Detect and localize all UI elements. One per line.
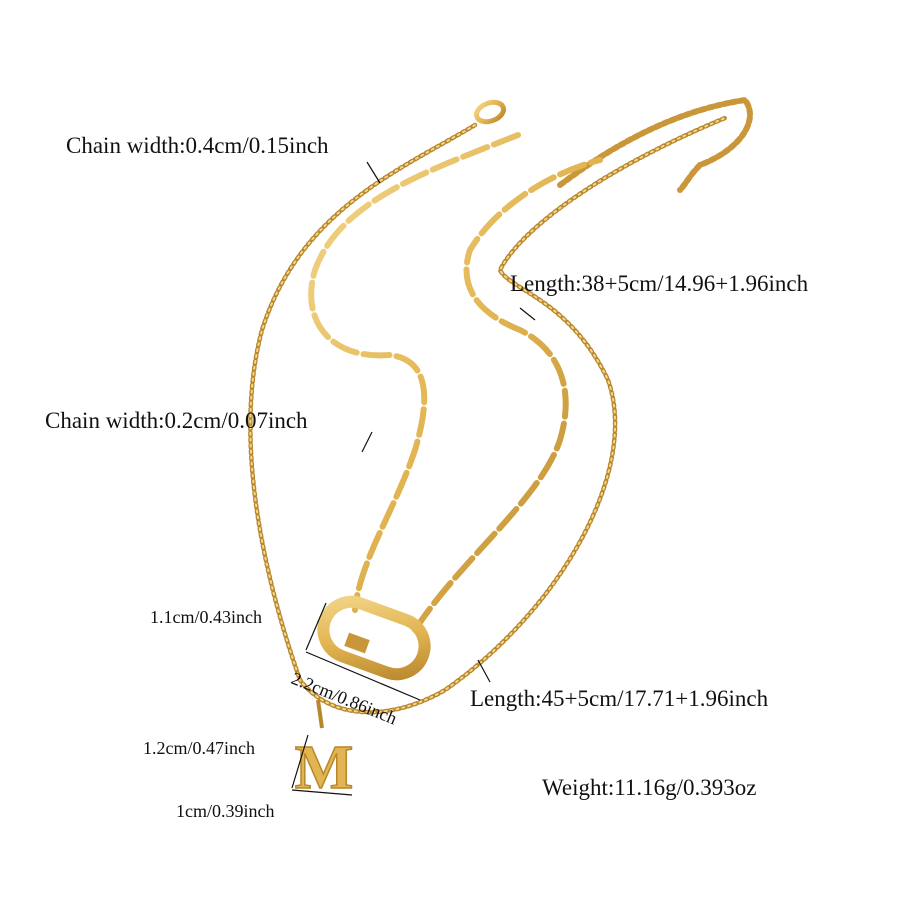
label-weight: Weight:11.16g/0.393oz — [542, 775, 757, 800]
lobster-clasp-icon — [473, 99, 507, 125]
bracket-pendant-height — [291, 734, 309, 789]
label-length-long: Length:45+5cm/17.71+1.96inch — [470, 686, 769, 711]
arrow-length-long — [477, 659, 491, 683]
paperclip-chain-path — [308, 132, 603, 633]
thin-chain-path — [248, 115, 728, 715]
paperclip-chain — [308, 132, 603, 633]
label-pendant-height: 1.2cm/0.47inch — [143, 738, 255, 758]
extender-chain-path — [557, 96, 753, 193]
extender-chain — [557, 96, 753, 193]
label-chain-width-paperclip: Chain width:0.4cm/0.15inch — [66, 133, 329, 158]
bracket-clasp-width — [305, 602, 327, 651]
pendant-letter: M — [295, 734, 354, 802]
arrow-length-short — [519, 307, 536, 321]
label-length-short: Length:38+5cm/14.96+1.96inch — [510, 271, 809, 296]
bracket-clasp-length — [305, 651, 421, 701]
carabiner-lock-icon — [317, 595, 431, 681]
letter-m-pendant-icon: M — [294, 733, 354, 803]
thin-cable-chain — [248, 99, 728, 729]
label-pendant-width: 1cm/0.39inch — [176, 801, 275, 821]
bracket-pendant-width — [291, 789, 353, 796]
arrow-chain-width-thin — [361, 431, 373, 453]
label-clasp-width: 1.1cm/0.43inch — [150, 607, 262, 627]
pendant-bail — [316, 699, 324, 729]
dimension-lines — [291, 161, 536, 796]
arrow-chain-width-paperclip — [366, 161, 381, 184]
label-chain-width-thin: Chain width:0.2cm/0.07inch — [45, 408, 308, 433]
